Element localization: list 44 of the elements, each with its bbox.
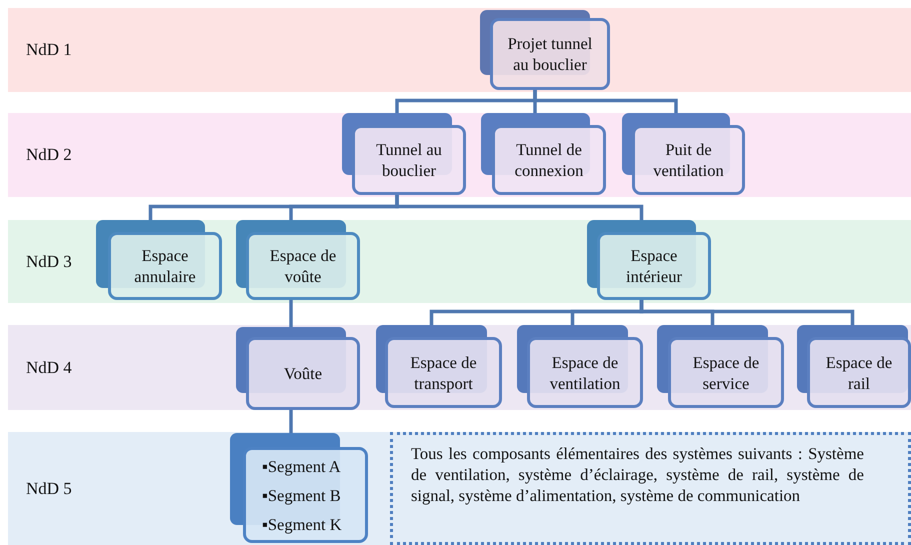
level-label: NdD 1 [26,40,72,60]
hierarchy-box [657,325,784,408]
hierarchy-box [480,10,610,90]
level-band [8,325,911,410]
connector-line [395,195,644,220]
box-label: Espace de transport [409,352,478,394]
hierarchy-box [622,113,745,195]
level-band [8,113,911,197]
box-label: Espace de voûte [268,245,338,287]
list-item: ▪Segment K [261,514,342,536]
hierarchy-box [96,220,222,300]
level-label: NdD 3 [26,252,72,272]
box-label: Espace de ventilation [548,352,622,394]
box-label: Espace annulaire [133,245,197,287]
hierarchy-box [342,113,466,195]
hierarchy-box [376,325,502,408]
box-label: Voûte [284,363,322,384]
connector-line [640,300,854,325]
level-band [8,8,911,92]
level-band [8,432,911,545]
level-label: NdD 5 [26,478,72,498]
hierarchy-box [230,433,368,543]
box-label: Espace intérieur [625,245,683,287]
hierarchy-box [481,113,606,195]
list-item: ▪Segment A [261,456,341,478]
level-band [8,220,911,303]
box-label: Puit de ventilation [652,139,725,181]
connector-line [533,90,678,113]
hierarchy-box [517,325,643,408]
box-label: Tunnel de connexion [514,139,584,181]
box-label: Tunnel au bouclier [375,139,443,181]
hierarchy-box [587,220,711,300]
note-box: Tous les composants élémentaires des systèmes suivants : Système de ventilation, système d’éclairage, système de rail, système de signal, système d’alimentation, système de communication [390,432,911,545]
box-label: Espace de service [692,352,760,394]
level-label: NdD 2 [26,145,72,165]
connector-line [289,410,293,433]
box-label: Projet tunnel au bouclier [506,33,594,75]
box-label: Espace de rail [824,352,894,394]
hierarchy-box [236,327,360,410]
list-item: ▪Segment B [261,484,341,507]
hierarchy-box [797,325,911,408]
connector-line [289,300,293,327]
hierarchy-box [236,220,360,300]
level-label: NdD 4 [26,358,72,378]
